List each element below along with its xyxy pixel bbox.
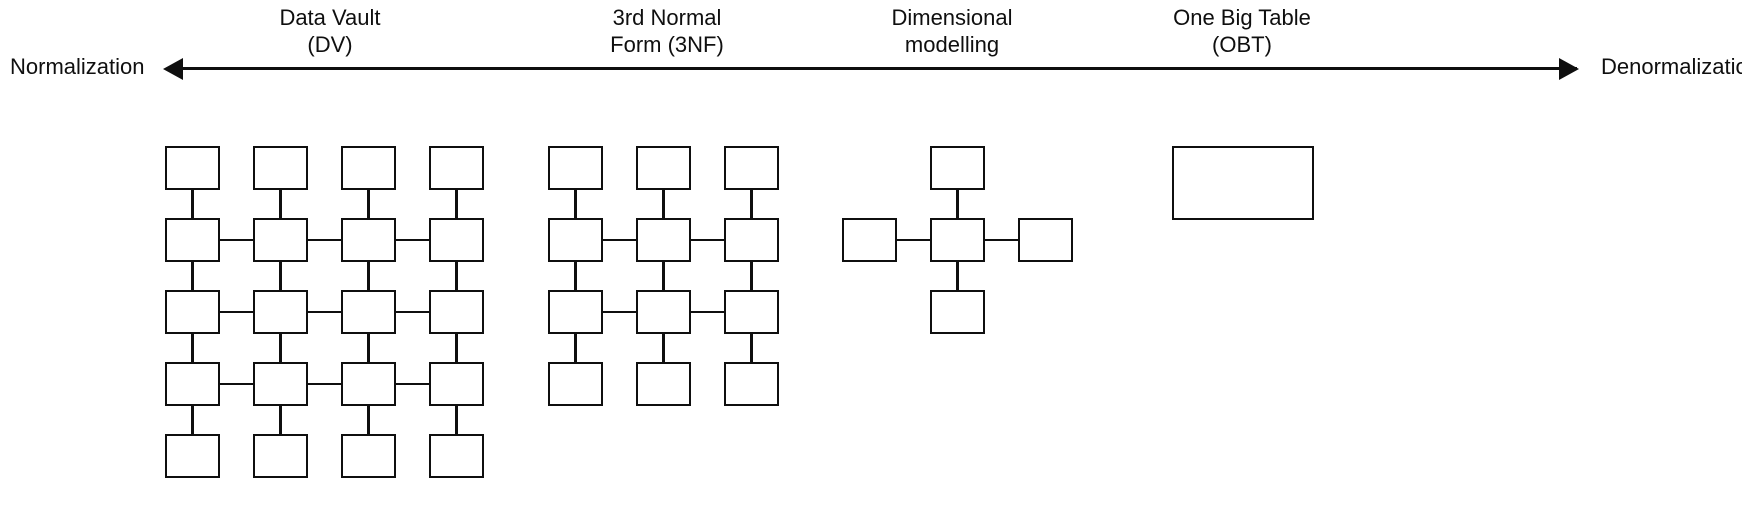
entity-box xyxy=(548,218,603,262)
connector-horizontal xyxy=(220,310,253,314)
entity-box xyxy=(253,218,308,262)
arrow-right-icon xyxy=(1559,58,1579,80)
connector-vertical xyxy=(455,190,458,218)
connector-horizontal xyxy=(220,382,253,386)
connector-horizontal xyxy=(985,238,1018,242)
connector-vertical xyxy=(574,262,577,290)
connector-vertical xyxy=(279,262,282,290)
entity-box xyxy=(341,362,396,406)
entity-box xyxy=(548,290,603,334)
entity-box xyxy=(253,290,308,334)
connector-horizontal xyxy=(396,382,429,386)
connector-vertical xyxy=(455,262,458,290)
connector-horizontal xyxy=(396,310,429,314)
axis-label-normalization: Normalization xyxy=(10,54,145,79)
entity-box xyxy=(724,290,779,334)
connector-vertical xyxy=(279,334,282,362)
connector-horizontal xyxy=(220,238,253,242)
entity-box xyxy=(341,218,396,262)
entity-box xyxy=(724,362,779,406)
entity-box xyxy=(429,362,484,406)
connector-horizontal xyxy=(308,310,341,314)
entity-box-dimension-top xyxy=(930,146,985,190)
connector-horizontal xyxy=(603,310,636,314)
connector-vertical xyxy=(455,406,458,434)
entity-box xyxy=(636,218,691,262)
entity-box xyxy=(165,434,220,478)
entity-box xyxy=(636,362,691,406)
entity-box xyxy=(341,290,396,334)
connector-vertical xyxy=(750,334,753,362)
connector-vertical xyxy=(367,406,370,434)
column-title-dimensional-modelling: Dimensional modelling xyxy=(891,5,1013,57)
connector-vertical xyxy=(367,262,370,290)
entity-box xyxy=(429,434,484,478)
connector-horizontal xyxy=(691,238,724,242)
entity-box xyxy=(253,146,308,190)
entity-box xyxy=(165,290,220,334)
entity-box xyxy=(429,218,484,262)
normalization-axis-line xyxy=(180,67,1577,70)
connector-horizontal xyxy=(603,238,636,242)
connector-vertical xyxy=(279,190,282,218)
entity-box-one-big-table xyxy=(1172,146,1314,220)
arrow-left-icon xyxy=(163,58,183,80)
column-title-one-big-table: One Big Table (OBT) xyxy=(1173,5,1311,57)
connector-vertical xyxy=(956,262,959,290)
connector-vertical xyxy=(279,406,282,434)
connector-horizontal xyxy=(897,238,930,242)
entity-box xyxy=(341,434,396,478)
entity-box-dimension-right xyxy=(1018,218,1073,262)
entity-box xyxy=(724,146,779,190)
entity-box xyxy=(636,146,691,190)
connector-horizontal xyxy=(396,238,429,242)
entity-box xyxy=(636,290,691,334)
entity-box xyxy=(253,434,308,478)
connector-vertical xyxy=(662,262,665,290)
connector-horizontal xyxy=(308,382,341,386)
connector-vertical xyxy=(574,190,577,218)
connector-vertical xyxy=(455,334,458,362)
connector-vertical xyxy=(191,406,194,434)
connector-vertical xyxy=(367,334,370,362)
connector-vertical xyxy=(367,190,370,218)
connector-vertical xyxy=(750,262,753,290)
entity-box xyxy=(548,146,603,190)
entity-box xyxy=(429,290,484,334)
entity-box-fact xyxy=(930,218,985,262)
entity-box xyxy=(253,362,308,406)
entity-box xyxy=(724,218,779,262)
connector-horizontal xyxy=(691,310,724,314)
entity-box xyxy=(341,146,396,190)
entity-box xyxy=(548,362,603,406)
connector-horizontal xyxy=(308,238,341,242)
connector-vertical xyxy=(662,334,665,362)
connector-vertical xyxy=(191,190,194,218)
connector-vertical xyxy=(956,190,959,218)
connector-vertical xyxy=(574,334,577,362)
entity-box xyxy=(165,146,220,190)
axis-label-denormalization: Denormalization xyxy=(1601,54,1742,79)
entity-box-dimension-left xyxy=(842,218,897,262)
connector-vertical xyxy=(662,190,665,218)
entity-box xyxy=(429,146,484,190)
entity-box xyxy=(165,218,220,262)
connector-vertical xyxy=(750,190,753,218)
column-title-3nf: 3rd Normal Form (3NF) xyxy=(610,5,724,57)
connector-vertical xyxy=(191,334,194,362)
connector-vertical xyxy=(191,262,194,290)
entity-box-dimension-bottom xyxy=(930,290,985,334)
column-title-data-vault: Data Vault (DV) xyxy=(279,5,381,57)
entity-box xyxy=(165,362,220,406)
